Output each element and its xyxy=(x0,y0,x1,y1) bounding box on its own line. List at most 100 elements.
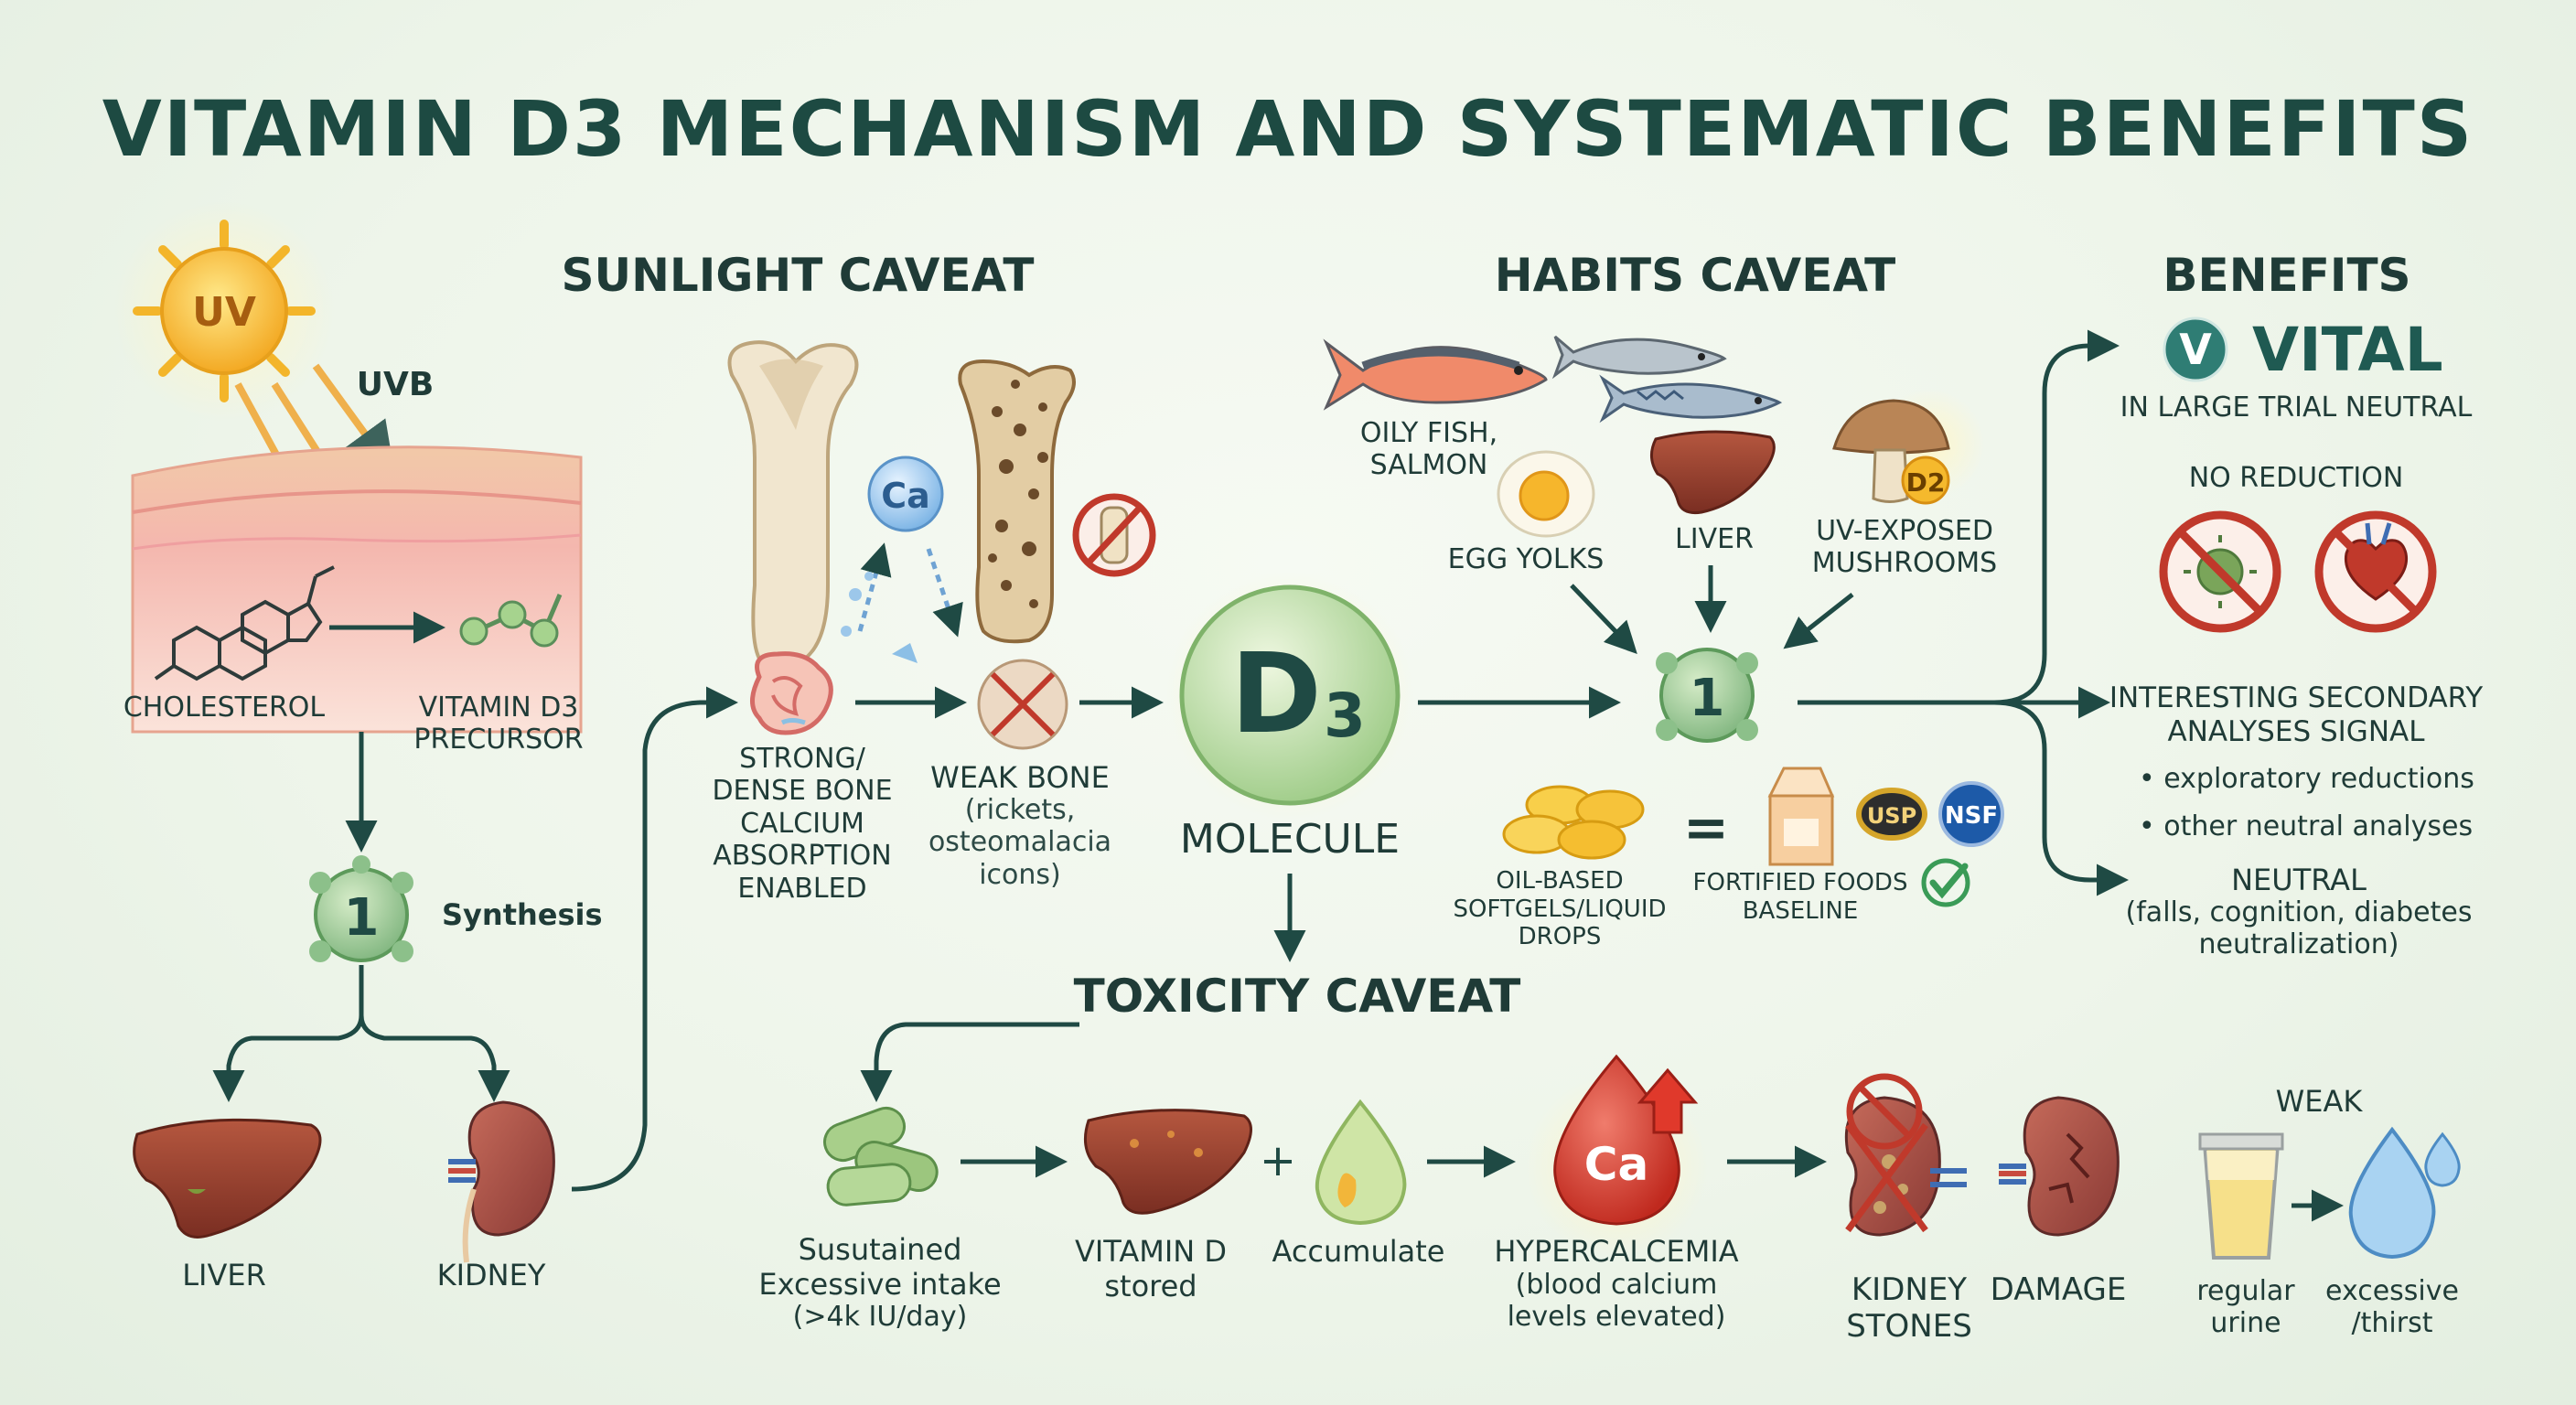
fish-label: OILY FISH, SALMON xyxy=(1359,417,1498,482)
liver-icon-food xyxy=(1650,430,1776,514)
habits-liver-label: LIVER xyxy=(1675,523,1754,555)
no-reduction-label: NO REDUCTION xyxy=(2188,462,2404,494)
nsf-badge-icon xyxy=(1938,781,2004,847)
section-sunlight: SUNLIGHT CAVEAT xyxy=(561,249,1035,302)
precursor-icon xyxy=(459,594,563,648)
stored-label: VITAMIN D stored xyxy=(1074,1234,1228,1303)
mushroom-label: UV-EXPOSED MUSHROOMS xyxy=(1811,515,1998,580)
softgel-icon xyxy=(1502,785,1645,860)
section-habits: HABITS CAVEAT xyxy=(1494,249,1896,302)
synthesis-node xyxy=(309,855,413,962)
kidney-damage-label: DAMAGE xyxy=(1990,1271,2127,1308)
kidney-stones-icon xyxy=(1844,1073,1967,1237)
weak-label: WEAK xyxy=(2275,1084,2363,1119)
intake-label: Susutained Excessive intake xyxy=(758,1232,1002,1302)
kidney-label: KIDNEY xyxy=(436,1258,546,1292)
sun-label: UV xyxy=(192,289,256,336)
sun-icon xyxy=(114,201,334,421)
kidney-icon xyxy=(448,1100,555,1263)
kidney-damage-icon xyxy=(1999,1096,2120,1237)
secondary-title: INTERESTING SECONDARY ANALYSES SIGNAL xyxy=(2109,681,2484,748)
urine-label: regular urine xyxy=(2196,1275,2295,1340)
to-liver-arrow xyxy=(229,965,364,1096)
fish-icon-sardine xyxy=(1551,335,1727,380)
liver-icon xyxy=(133,1118,322,1239)
plus-sign: + xyxy=(1260,1135,1296,1186)
habits-node-label: 1 xyxy=(1690,669,1725,728)
page-title: VITAMIN D3 MECHANISM AND SYSTEMATIC BENE… xyxy=(102,84,2474,174)
virus-prohibit-icon xyxy=(2159,510,2281,633)
milk-carton-icon xyxy=(1767,767,1835,866)
fish-icon-salmon xyxy=(1323,338,1548,411)
to-neutral-arrow xyxy=(1993,700,2129,896)
toxicity-to-intake-arrow xyxy=(860,1022,1079,1102)
bullet-item-1: • exploratory reductions xyxy=(2139,763,2474,795)
section-benefits: BENEFITS xyxy=(2163,249,2411,302)
cholesterol-label: CHOLESTEROL xyxy=(123,692,326,724)
nsf-badge: NSF xyxy=(1945,802,1998,830)
liver-label: LIVER xyxy=(182,1258,266,1292)
hyper-symbol: Ca xyxy=(1584,1138,1648,1191)
fish-icon-mackerel xyxy=(1599,374,1783,424)
weak-bone-cross-icon xyxy=(977,659,1068,750)
fortified-label: FORTIFIED FOODS BASELINE xyxy=(1692,869,1908,925)
water-drop-icon xyxy=(2348,1126,2461,1260)
intake-sub: (>4k IU/day) xyxy=(792,1301,968,1333)
mushroom-to-node-arrow xyxy=(1783,593,1854,649)
urine-cup-icon xyxy=(2198,1132,2284,1260)
egg-icon xyxy=(1497,450,1595,538)
intestine-icon xyxy=(750,651,833,735)
habits-node xyxy=(1656,648,1758,743)
heart-prohibit-icon xyxy=(2314,510,2437,633)
molecule-subscript: 3 xyxy=(1324,681,1366,751)
broken-bone-prohibit-icon xyxy=(1072,493,1156,577)
calcium-flow xyxy=(857,542,963,638)
calcium-label: Ca xyxy=(881,476,930,516)
synthesis-node-label: 1 xyxy=(344,888,380,948)
uvb-label: UVB xyxy=(357,366,435,403)
vital-label: VITAL xyxy=(2252,315,2443,385)
mushroom-icon xyxy=(1832,389,1985,505)
capsules-icon xyxy=(823,1106,939,1207)
molecule-label: MOLECULE xyxy=(1179,816,1401,863)
skin-icon xyxy=(131,445,583,734)
kidney-stones-label: KIDNEY STONES xyxy=(1846,1271,1972,1346)
vital-sub: IN LARGE TRIAL NEUTRAL xyxy=(2120,391,2473,424)
vital-logo-icon xyxy=(2163,316,2228,382)
check-icon xyxy=(1921,858,1970,907)
neutral-sub: (falls, cognition, diabetes neutralizati… xyxy=(2125,896,2473,961)
hyper-label: HYPERCALCEMIA xyxy=(1494,1234,1739,1269)
weak-bone-label: WEAK BONE xyxy=(930,760,1110,795)
weak-bone-sub: (rickets, osteomalacia icons) xyxy=(928,794,1112,891)
vital-logo: V xyxy=(2179,325,2212,374)
neutral-title: NEUTRAL xyxy=(2231,863,2367,897)
usp-badge-icon xyxy=(1856,788,1927,841)
to-vital-arrow xyxy=(1798,329,2120,705)
molecule-symbol: D xyxy=(1230,631,1322,758)
precursor-label: VITAMIN D3 PRECURSOR xyxy=(413,692,584,756)
accumulate-label: Accumulate xyxy=(1272,1234,1445,1269)
mushroom-badge: D2 xyxy=(1906,467,1946,498)
section-toxicity: TOXICITY CAVEAT xyxy=(1073,970,1521,1023)
to-kidney-arrow xyxy=(359,1014,510,1102)
strong-bone-label: STRONG/ DENSE BONE CALCIUM ABSORPTION EN… xyxy=(712,743,893,905)
d3-molecule-icon xyxy=(1166,572,1413,819)
liver-icon-stored xyxy=(1083,1109,1252,1215)
thirst-label: excessive /thirst xyxy=(2325,1275,2459,1340)
kidney-to-bone-arrow xyxy=(571,686,738,1192)
calcium-particles xyxy=(841,572,918,663)
usp-badge: USP xyxy=(1867,803,1916,829)
blood-drop-icon xyxy=(1525,1054,1708,1258)
synthesis-label: Synthesis xyxy=(442,897,603,932)
calcium-icon xyxy=(867,456,944,532)
droplet-icon xyxy=(1315,1099,1407,1226)
bullet-item-2-text: other neutral analyses xyxy=(2163,810,2474,842)
bullet-item-2: • other neutral analyses xyxy=(2139,810,2474,842)
softgel-label: OIL-BASED SOFTGELS/LIQUID DROPS xyxy=(1453,867,1667,951)
bone-icon-weak xyxy=(958,359,1076,644)
bone-icon-strong xyxy=(727,340,859,668)
bullet-item-1-text: exploratory reductions xyxy=(2163,763,2474,795)
egg-label: EGG YOLKS xyxy=(1447,543,1605,575)
egg-to-node-arrow xyxy=(1570,584,1637,655)
